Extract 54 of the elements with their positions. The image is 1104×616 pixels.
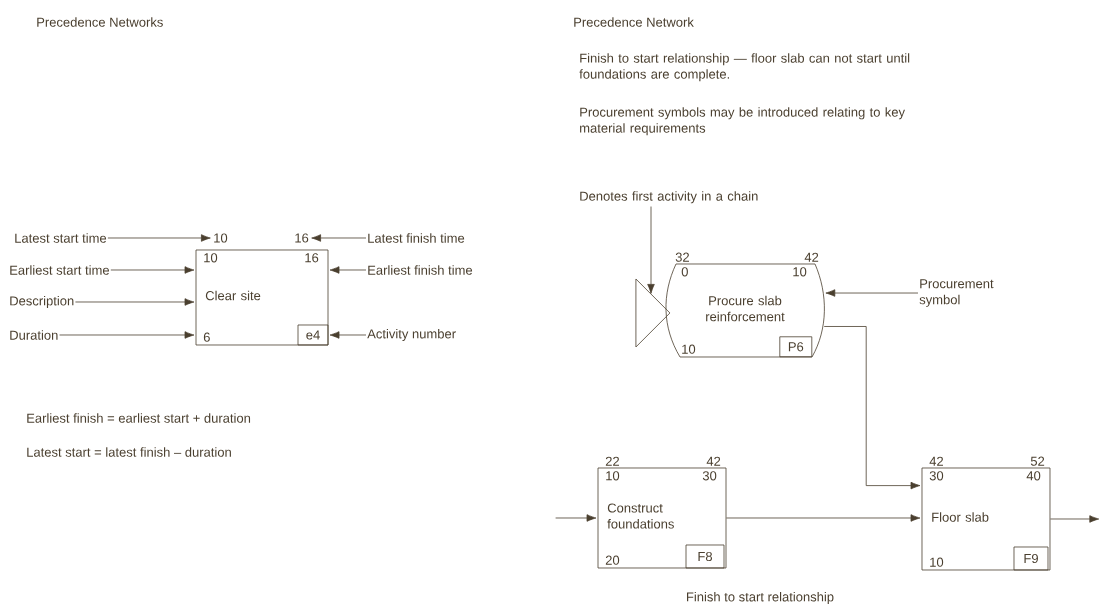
node-label: Procure slab reinforcement [706, 295, 785, 322]
time-value: 32 [675, 252, 689, 262]
node-label: 10 [930, 557, 944, 567]
arrow [329, 266, 367, 274]
note-text: Procurement symbols may be introduced relating to key material requirements [580, 107, 905, 136]
time-value: 42 [804, 252, 819, 262]
activity-number-box: F8 [685, 544, 725, 569]
node-label: 10 [606, 471, 620, 481]
arrow [726, 514, 921, 522]
activity-number-box: F9 [1013, 546, 1049, 571]
node-label: 0 [681, 267, 688, 277]
activity-number-box: e4 [297, 324, 329, 346]
node-label: 30 [702, 471, 717, 481]
formula-text: Earliest finish = earliest start + duration [27, 413, 251, 423]
node-label: 10 [793, 267, 807, 277]
start-triangle [635, 278, 671, 348]
arrow [110, 266, 195, 274]
time-value: 16 [295, 233, 309, 243]
arrow [825, 289, 919, 297]
callout-text: Latest finish time [368, 233, 465, 243]
callout-text: Earliest finish time [368, 265, 473, 275]
node-label: 30 [929, 471, 944, 481]
arrow [311, 234, 367, 242]
arrow [555, 514, 597, 522]
callout-text: Procurement symbol [919, 279, 994, 307]
callout-text: Description [10, 295, 74, 309]
arrow [823, 326, 921, 490]
time-value: 10 [214, 233, 228, 243]
callout-text: Denotes first activity in a chain [580, 191, 758, 204]
formula-text: Latest start = latest finish – duration [27, 447, 231, 457]
arrow [59, 331, 195, 339]
arrow [329, 331, 367, 339]
arrow [75, 298, 195, 306]
node-label: Construct foundations [607, 503, 674, 529]
time-value: 52 [1030, 456, 1045, 466]
arrow [107, 234, 211, 242]
callout-text: Earliest start time [10, 265, 110, 275]
node-label: 10 [682, 344, 696, 354]
heading: Precedence Network [574, 17, 694, 27]
time-value: 42 [929, 456, 943, 466]
node-label: 20 [605, 555, 620, 565]
callout-text: Activity number [367, 328, 456, 342]
heading: Precedence Networks [37, 17, 163, 27]
activity-number-box: P6 [779, 336, 813, 358]
callout-text: Latest start time [15, 233, 107, 243]
callout-text: Duration [10, 330, 58, 340]
node-label: 40 [1026, 471, 1041, 481]
arrow [1050, 515, 1100, 523]
arrow [647, 206, 655, 294]
note-text: Finish to start relationship — floor slab can not start until foundations are complete. [579, 53, 910, 82]
time-value: 22 [605, 456, 619, 466]
node-label: Floor slab [932, 512, 989, 522]
caption: Finish to start relationship [687, 591, 834, 605]
time-value: 42 [706, 456, 721, 466]
